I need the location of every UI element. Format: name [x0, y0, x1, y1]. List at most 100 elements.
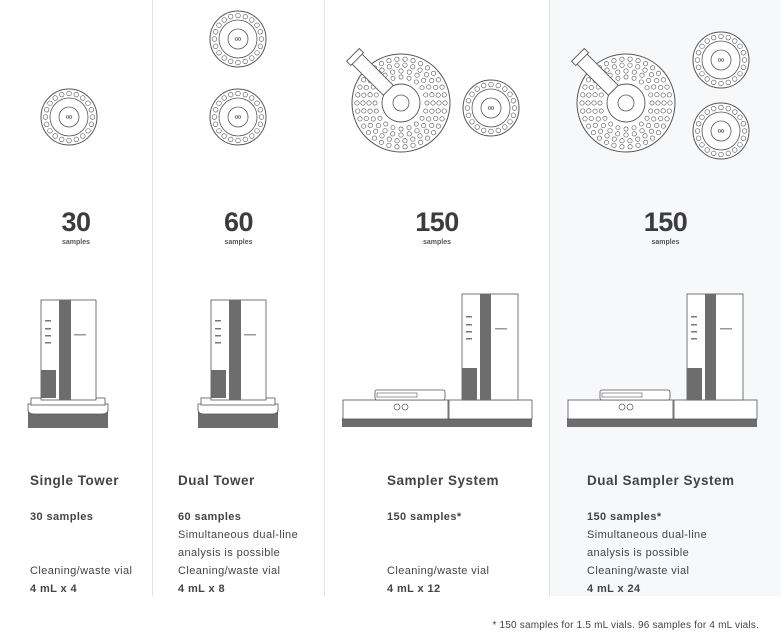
vial-slot: [664, 116, 670, 122]
vial-slot: [644, 85, 650, 91]
vial-slot: [398, 74, 404, 80]
vial-slot: [242, 14, 248, 20]
sample-tray-icon: [209, 10, 267, 68]
vial-slot: [474, 86, 480, 92]
vial-slot: [654, 92, 660, 98]
vial-slot: [704, 76, 710, 82]
vial-slot: [402, 138, 408, 144]
vial-slot: [741, 128, 748, 134]
vial-slot: [216, 128, 222, 134]
vial-slot: [379, 67, 385, 73]
vial-slot: [429, 122, 435, 128]
vial-slot: [740, 50, 746, 56]
vial-slot: [85, 100, 91, 106]
vial-slot: [357, 84, 363, 90]
vial-slot: [431, 70, 437, 76]
vial-slot: [648, 92, 654, 98]
vial-slot: [627, 138, 633, 144]
vial-slot: [213, 107, 219, 113]
column-divider: [152, 0, 153, 596]
vial-slot: [257, 29, 263, 35]
vial-slot: [511, 105, 518, 111]
vial-slot: [603, 61, 609, 67]
vial-slot: [694, 128, 701, 134]
vial-slot: [435, 108, 441, 114]
vial-slot: [638, 79, 644, 85]
vial-slot: [464, 105, 471, 111]
vial-slot: [211, 36, 218, 42]
vial-slot: [696, 50, 702, 56]
vial-slot: [363, 115, 369, 121]
vial-slot: [410, 136, 416, 142]
vial-slot: [361, 123, 367, 129]
vial-slot: [510, 112, 516, 118]
vial-slot: [656, 130, 662, 136]
vial-slot: [357, 116, 363, 122]
vial-value: 4 mL x 8: [178, 583, 226, 595]
vial-slot: [635, 136, 641, 142]
vial-slot: [435, 77, 441, 83]
vial-slot: [704, 147, 710, 153]
vial-slot: [718, 33, 724, 40]
vial-slot: [488, 128, 494, 135]
sample-tray-icon: [692, 31, 750, 89]
product-column-dual-tower: 60 samples Dual Tower 60 samples Simulta…: [153, 0, 324, 596]
vial-slot: [655, 100, 661, 106]
vial-value: 4 mL x 24: [587, 583, 641, 595]
vial-slot: [360, 100, 366, 106]
vial-slot: [711, 35, 717, 41]
vial-slot: [639, 72, 645, 78]
vial-slot: [429, 92, 435, 98]
vial-slot: [373, 128, 379, 134]
single-tower-illustration: [27, 88, 109, 428]
vial-slot: [435, 123, 441, 129]
vial-slot: [373, 108, 379, 114]
vial-slot: [365, 130, 371, 136]
vial-slot: [221, 133, 227, 139]
vial-slot: [414, 128, 420, 134]
sampler-unit-icon: [342, 293, 533, 427]
vial-slot: [361, 108, 367, 114]
product-name: Sampler System: [387, 473, 500, 488]
vial-slot: [433, 85, 439, 91]
vial-slot: [592, 108, 598, 114]
vial-slot: [631, 125, 637, 131]
vial-slot: [52, 133, 58, 139]
vial-slot: [619, 62, 625, 68]
vial-slot: [474, 124, 480, 130]
product-column-dual-sampler-system: 150 samples Dual Sampler System 150 samp…: [550, 0, 781, 596]
vial-slot: [354, 100, 360, 106]
vial-slot: [740, 135, 746, 141]
vial-slot: [595, 116, 601, 122]
vial-slot: [424, 100, 430, 106]
vial-slot: [242, 136, 248, 142]
vial-slot: [394, 56, 400, 62]
sample-tray-icon: [40, 88, 98, 146]
vial-slot: [656, 70, 662, 76]
vial-slot: [73, 92, 79, 98]
vial-slot: [249, 17, 255, 23]
vial-slot: [642, 133, 648, 139]
vial-slot: [367, 108, 373, 114]
vial-slot: [249, 55, 255, 61]
tower-unit-icon: [27, 299, 109, 428]
vial-slot: [619, 56, 625, 62]
vial-slot: [435, 92, 441, 98]
vial-slot: [235, 59, 241, 66]
vial-slot: [418, 61, 424, 67]
vial-slot: [441, 92, 447, 98]
vial-slot: [740, 64, 746, 70]
vial-slot: [582, 84, 588, 90]
vial-slot: [737, 71, 743, 77]
vial-slot: [737, 142, 743, 148]
large-sample-tray-icon: [345, 47, 451, 153]
vial-slot: [394, 62, 400, 68]
vial-slot: [221, 95, 227, 101]
vial-slot: [425, 65, 431, 71]
vial-slot: [439, 84, 445, 90]
vial-slot: [732, 109, 738, 115]
vial-slot: [228, 136, 234, 142]
product-column-single-tower: 30 samples Single Tower 30 samples Clean…: [0, 0, 152, 596]
product-name: Single Tower: [30, 473, 120, 488]
vial-slot: [426, 116, 432, 122]
